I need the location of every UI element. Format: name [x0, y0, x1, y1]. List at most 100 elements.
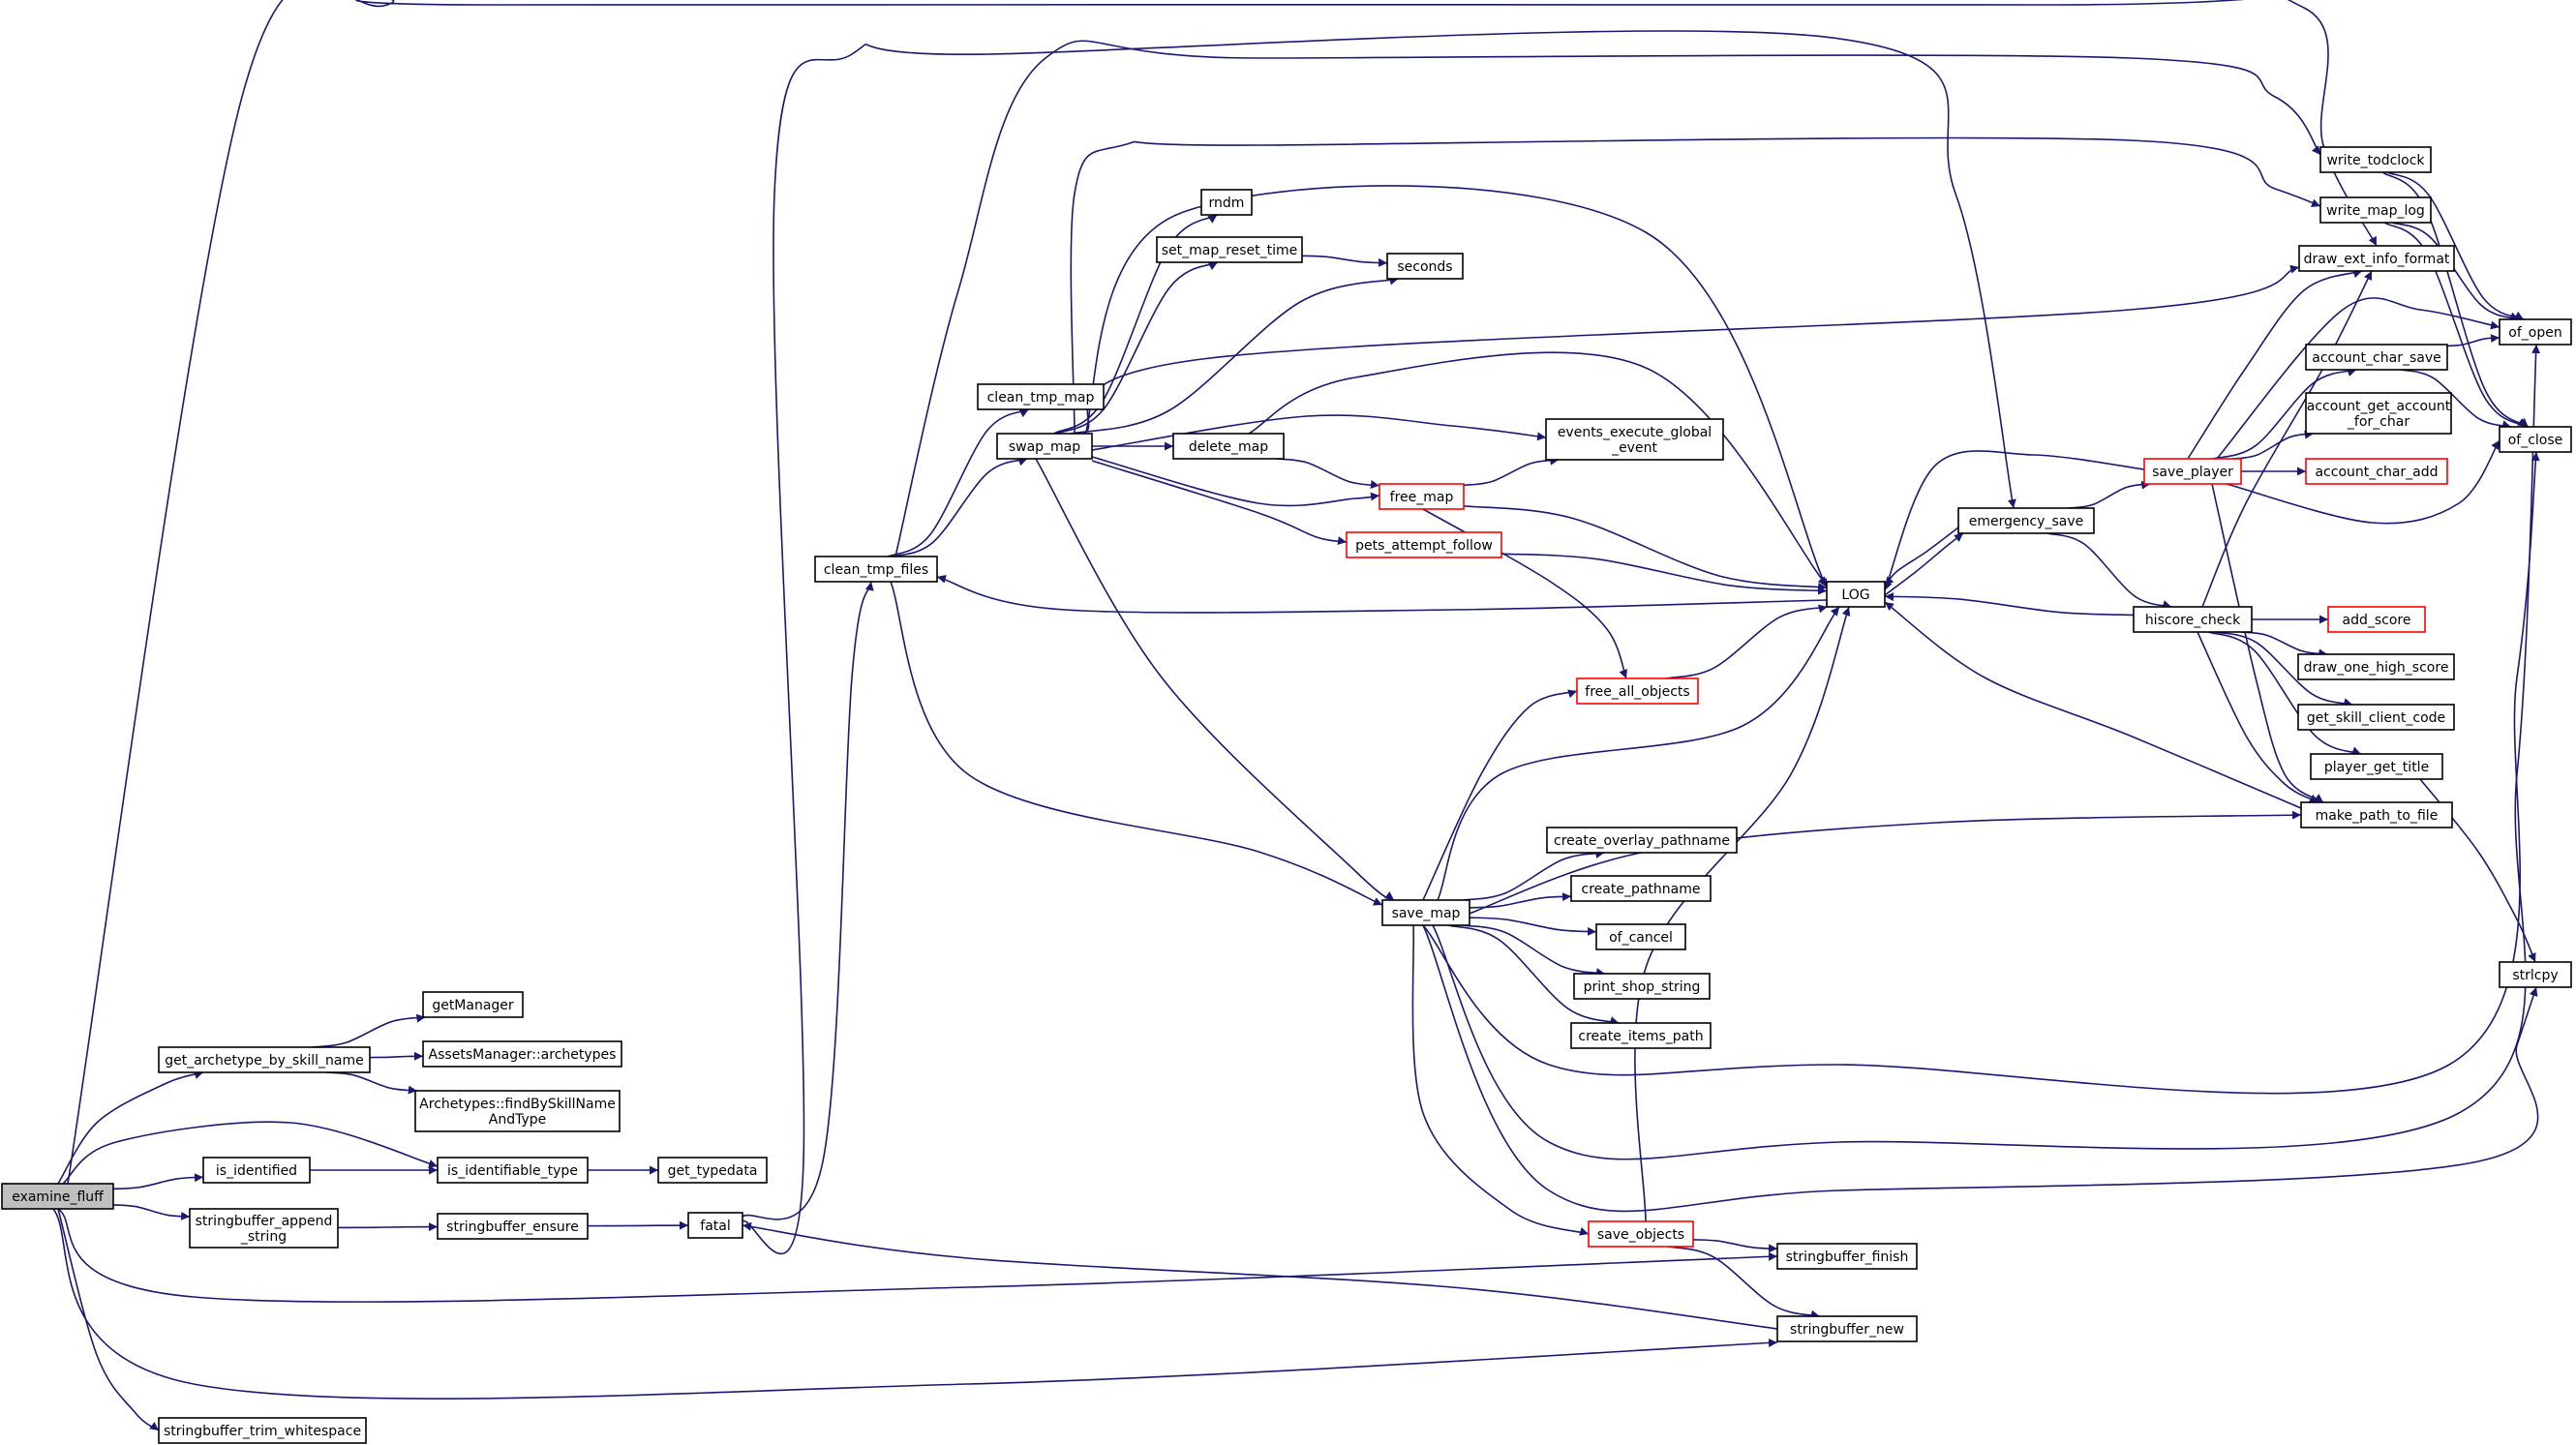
function-node-rndm[interactable]: rndm [1200, 189, 1253, 216]
function-node-write-map-log[interactable]: write_map_log [2319, 196, 2432, 224]
function-node-label: stringbuffer_append [196, 1214, 333, 1229]
function-node-label: stringbuffer_finish [1786, 1249, 1909, 1265]
function-node-strlcpy[interactable]: strlcpy [2499, 961, 2572, 988]
function-node-box [2143, 458, 2242, 485]
function-node-label: clean_tmp_map [987, 390, 1095, 406]
function-node-create-pathname[interactable]: create_pathname [1570, 875, 1712, 902]
function-node-free-all-objects[interactable]: free_all_objects [1576, 677, 1699, 705]
function-node-examine-fluff[interactable]: examine_fluff [1, 1183, 114, 1210]
function-node-stringbuffer-new[interactable]: stringbuffer_new [1776, 1315, 1918, 1342]
function-node-label: pets_attempt_follow [1355, 538, 1493, 554]
function-node-get-skill-client-code[interactable]: get_skill_client_code [2297, 704, 2455, 731]
function-node-of-cancel[interactable]: of_cancel [1595, 923, 1686, 950]
function-node-box [2305, 344, 2448, 371]
function-node-delete-map[interactable]: delete_map [1172, 433, 1285, 460]
function-node-seconds[interactable]: seconds [1386, 253, 1464, 280]
function-node-add-score[interactable]: add_score [2327, 606, 2426, 633]
function-node-box [2327, 606, 2426, 633]
call-edge-hiscore_check-to-draw_ext_info_format [2201, 270, 2373, 608]
function-node-get-typedata[interactable]: get_typedata [657, 1157, 768, 1184]
call-edge-write_map_log-to-of_close [2383, 222, 2528, 428]
function-node-assets-archetypes[interactable]: AssetsManager::archetypes [422, 1040, 622, 1068]
function-node-get-archetype-by-skill-name[interactable]: get_archetype_by_skill_name [158, 1046, 371, 1073]
function-node-label: account_char_add [2315, 465, 2438, 480]
function-node-swap-map[interactable]: swap_map [996, 433, 1093, 460]
function-node-box [1573, 973, 1711, 1000]
call-edge-free_map-to-LOG [1463, 505, 1828, 591]
function-node-box [437, 1157, 589, 1184]
function-node-save-map[interactable]: save_map [1381, 899, 1470, 926]
function-node-label: rndm [1209, 196, 1245, 211]
call-edge-save_map-to-print_shop_string [1463, 924, 1606, 978]
function-node-label: player_get_title [2324, 760, 2429, 775]
call-edge-set_map_reset_time-to-seconds [1301, 255, 1388, 267]
function-node-of-open[interactable]: of_open [2499, 318, 2572, 346]
function-node-player-get-title[interactable]: player_get_title [2310, 753, 2443, 780]
function-node-label: write_todclock [2326, 153, 2425, 168]
function-node-fatal[interactable]: fatal [687, 1212, 743, 1239]
function-node-label: create_overlay_pathname [1554, 833, 1730, 849]
function-node-account-char-add[interactable]: account_char_add [2305, 458, 2448, 485]
function-node-pets-attempt-follow[interactable]: pets_attempt_follow [1346, 531, 1502, 558]
function-node-emergency-save[interactable]: emergency_save [1957, 507, 2095, 534]
call-edge-pets_attempt_follow-to-LOG [1500, 553, 1828, 595]
call-edge-get_archetype_by_skill_name-to-findBySkillNameAndType [326, 1071, 417, 1095]
function-node-box [1570, 875, 1712, 902]
function-node-clean-tmp-map[interactable]: clean_tmp_map [977, 383, 1105, 410]
function-node-box [2310, 753, 2443, 780]
call-edge-free_all_objects-to-LOG [1665, 604, 1828, 679]
call-edge-swap_map-to-write_map_log [1070, 136, 2321, 435]
function-node-box [422, 1040, 622, 1068]
function-node-draw-ext-info-format[interactable]: draw_ext_info_format [2298, 245, 2455, 272]
function-node-stringbuffer-finish[interactable]: stringbuffer_finish [1776, 1243, 1918, 1270]
function-node-clean-tmp-files[interactable]: clean_tmp_files [814, 556, 938, 583]
function-node-getManager[interactable]: getManager [422, 991, 524, 1018]
function-node-create-overlay-pathname[interactable]: create_overlay_pathname [1546, 827, 1738, 854]
function-node-box [2305, 458, 2448, 485]
call-edge-save_map-to-of_open [1432, 344, 2541, 1160]
function-node-box [2319, 146, 2432, 173]
call-edge-save_map-to-LOG [1437, 606, 1840, 901]
call-edge-save_map-to-of_cancel [1469, 917, 1597, 936]
call-edge-fatal-to-clean_tmp_files [742, 581, 874, 1220]
function-node-print-shop-string[interactable]: print_shop_string [1573, 973, 1711, 1000]
call-edge-save_player-to-account_char_save [2212, 368, 2357, 460]
function-node-write-todclock[interactable]: write_todclock [2319, 146, 2432, 173]
function-node-of-close[interactable]: of_close [2499, 426, 2572, 453]
function-node-is-identified[interactable]: is_identified [202, 1157, 311, 1184]
call-edge-examine_fluff-to-get_archetype_by_skill_name [57, 1070, 204, 1185]
call-edge-LOG-to-emergency_save [1884, 532, 1964, 596]
call-edge-free_map-to-events_execute_global_event [1463, 456, 1560, 487]
function-node-set-map-reset-time[interactable]: set_map_reset_time [1156, 236, 1303, 263]
function-node-label: clean_tmp_files [824, 562, 928, 578]
call-edge-write_map_log-to-of_open [2391, 222, 2520, 321]
function-node-free-map[interactable]: free_map [1379, 483, 1465, 510]
function-node-label: LOG [1841, 587, 1869, 603]
function-node-stringbuffer-append-string[interactable]: stringbuffer_append_string [189, 1208, 339, 1249]
function-node-events-execute-global-event[interactable]: events_execute_global_event [1545, 418, 1724, 461]
function-node-draw-one-high-score[interactable]: draw_one_high_score [2297, 653, 2455, 680]
function-node-save-player[interactable]: save_player [2143, 458, 2242, 485]
call-edge-swap_map-to-draw_ext_info_format [1083, 264, 2300, 435]
call-edge-swap_map-to-pets_attempt_follow [1091, 460, 1348, 546]
function-node-LOG[interactable]: LOG [1826, 581, 1886, 608]
call-edge-examine_fluff-to-is_identifiable_type [62, 1121, 439, 1185]
function-node-box [158, 1046, 371, 1073]
function-node-box [1576, 677, 1699, 705]
function-node-create-items-path[interactable]: create_items_path [1570, 1022, 1712, 1049]
function-node-save-objects[interactable]: save_objects [1588, 1220, 1694, 1248]
function-node-box [1379, 483, 1465, 510]
function-node-make-path-to-file[interactable]: make_path_to_file [2300, 801, 2453, 828]
function-node-label: account_char_save [2312, 350, 2440, 366]
function-node-stringbuffer-ensure[interactable]: stringbuffer_ensure [437, 1213, 589, 1240]
call-edge-stringbuffer_append_string-to-stringbuffer_ensure [337, 1222, 439, 1232]
function-node-hiscore-check[interactable]: hiscore_check [2133, 606, 2253, 633]
function-node-account-char-save[interactable]: account_char_save [2305, 344, 2448, 371]
call-edge-save_player-to-draw_ext_info_format [2187, 269, 2363, 460]
call-edge-clean_tmp_files-to-save_map [890, 581, 1383, 906]
function-node-is-identifiable-type[interactable]: is_identifiable_type [437, 1157, 589, 1184]
call-edge-stringbuffer_ensure-to-fatal [587, 1220, 689, 1230]
function-node-stringbuffer-trim-whitespace[interactable]: stringbuffer_trim_whitespace [158, 1417, 367, 1444]
function-node-account-get-account-for-char[interactable]: account_get_account_for_char [2305, 392, 2452, 435]
